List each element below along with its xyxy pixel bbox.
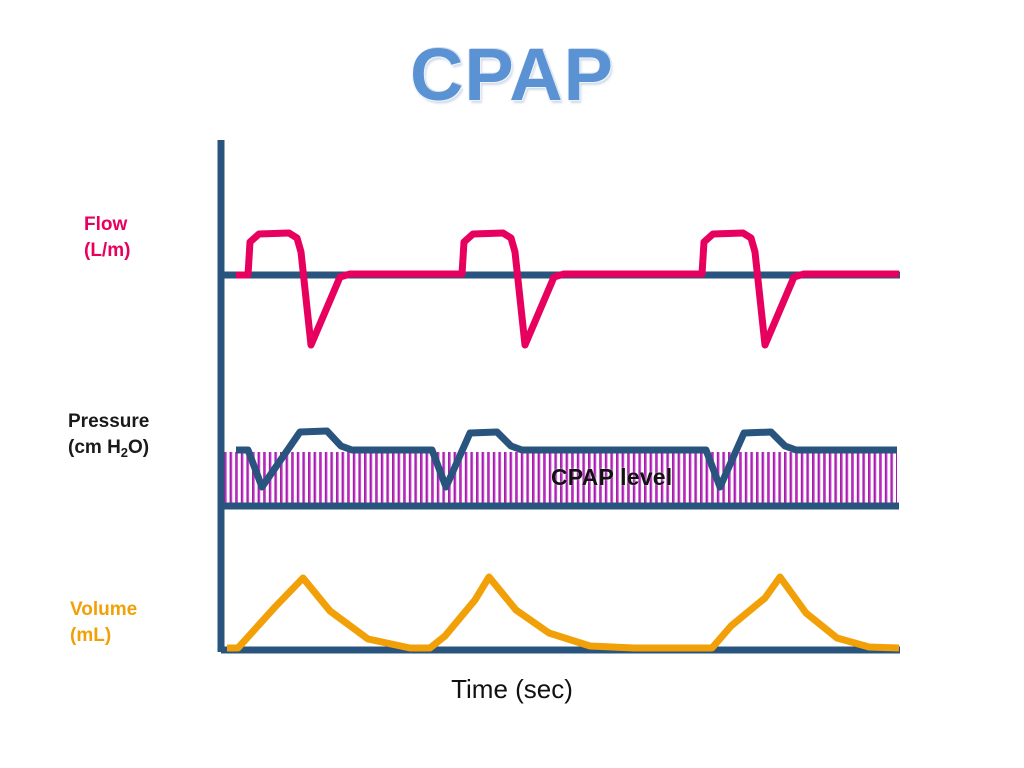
volume-waveform <box>227 573 900 652</box>
flow-axis-label-line1: Flow <box>84 214 128 235</box>
flow-axis-label-line2: (L/m) <box>84 240 131 262</box>
volume-axis-label-line2: (mL) <box>70 625 112 647</box>
flow-waveform <box>236 229 899 349</box>
cpap-level-annotation: CPAP level <box>551 464 673 490</box>
volume-axis-label: Volume (mL) <box>70 597 137 649</box>
pressure-units-subscript: 2 <box>120 445 129 461</box>
pressure-axis-label: Pressure (cm H2O) <box>68 409 149 461</box>
cpap-level-hatch-band <box>224 452 897 503</box>
page-title: CPAP <box>409 33 615 116</box>
pressure-axis-label-line1: Pressure <box>68 411 150 432</box>
x-axis-label: Time (sec) <box>451 674 573 704</box>
pressure-units-post: O) <box>128 437 150 459</box>
pressure-units-pre: (cm H <box>68 437 121 459</box>
pressure-axis-label-line2: (cm H2O) <box>68 435 149 461</box>
volume-axis-label-line1: Volume <box>70 599 138 620</box>
pressure-waveform <box>236 427 897 491</box>
flow-axis-label: Flow (L/m) <box>84 212 130 264</box>
